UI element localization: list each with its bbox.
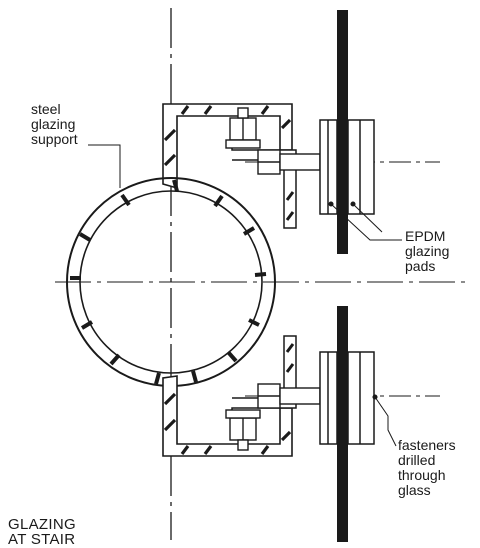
- label-line: steel: [31, 101, 61, 117]
- upper-horizontal-bolt: [257, 149, 321, 175]
- label-line: support: [31, 131, 78, 147]
- title-line: AT STAIR: [8, 531, 76, 548]
- glass-upper: [337, 10, 348, 254]
- leader-fasteners: [374, 396, 397, 447]
- lower-nut-bolt: [225, 409, 261, 451]
- label-fasteners: fasteners drilled through glass: [398, 438, 456, 498]
- glass-pane: [337, 10, 348, 542]
- title-line: GLAZING: [8, 516, 76, 533]
- lower-glazing-pad: [319, 351, 378, 445]
- drawing-title: GLAZING AT STAIR: [8, 517, 76, 547]
- label-line: pads: [405, 258, 436, 274]
- label-steel-glazing-support: steel glazing support: [31, 102, 78, 147]
- glass-lower: [337, 306, 348, 542]
- label-line: glass: [398, 482, 431, 498]
- lower-horizontal-bolt: [257, 383, 321, 409]
- label-line: through: [398, 467, 446, 483]
- upper-clip-hatch: [285, 191, 295, 221]
- leader-epdm-pad-1: [330, 203, 402, 241]
- label-line: fasteners: [398, 437, 456, 453]
- upper-glazing-pad: [319, 119, 375, 215]
- label-epdm-glazing-pads: EPDM glazing pads: [405, 229, 449, 274]
- label-line: EPDM: [405, 228, 446, 244]
- label-line: glazing: [405, 243, 450, 259]
- upper-nut-bolt: [225, 107, 261, 149]
- leader-epdm-pad-2: [352, 203, 383, 233]
- leader-steel-support: [88, 144, 121, 188]
- tube-wall-hatch: [70, 179, 267, 385]
- lower-clip-hatch: [285, 343, 295, 373]
- upper-bracket-hatch: [163, 105, 292, 167]
- label-line: glazing: [31, 116, 76, 132]
- label-line: drilled: [398, 452, 436, 468]
- lower-bracket-hatch: [163, 392, 292, 455]
